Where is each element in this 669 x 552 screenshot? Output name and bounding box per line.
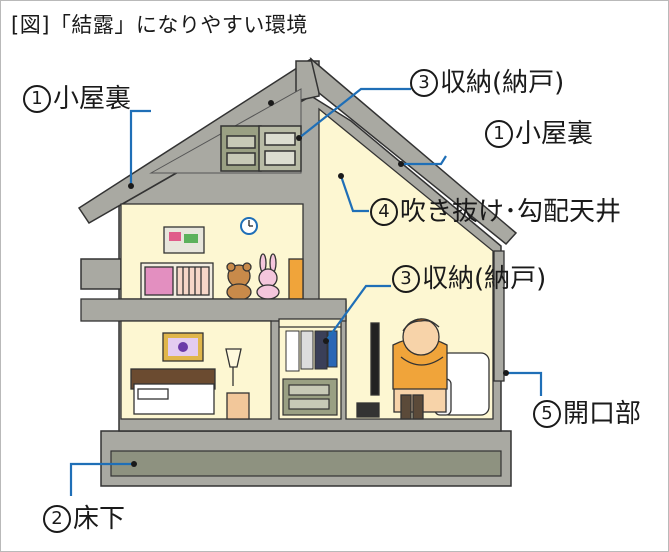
attic-storage-boxes	[220, 125, 302, 172]
bed	[130, 368, 216, 415]
teddy-bear	[226, 262, 252, 301]
leader-lines	[69, 87, 543, 496]
roof	[77, 56, 518, 246]
bunny-doll	[256, 253, 280, 300]
lamp	[225, 348, 250, 420]
underfloor-area	[100, 430, 512, 487]
figure-title: [図]「結露」になりやすい環境	[11, 13, 308, 37]
leader-dots	[128, 100, 509, 467]
opening-window	[493, 250, 505, 382]
seated-person	[392, 318, 448, 420]
tv-stand	[356, 322, 380, 418]
